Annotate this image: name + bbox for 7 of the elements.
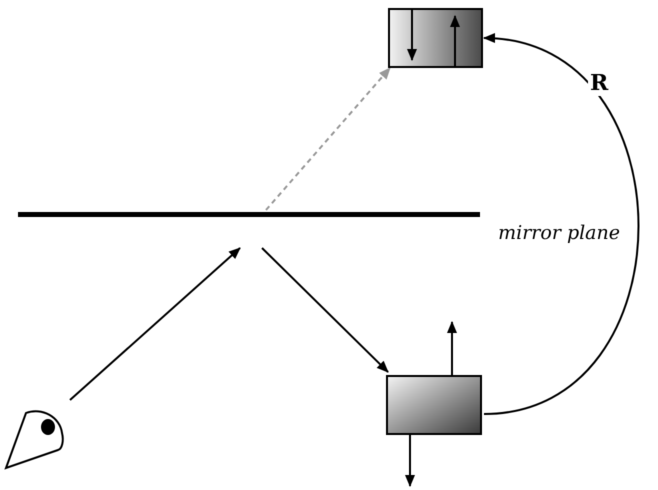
arrow [261,247,389,373]
object-box [386,375,482,435]
image-box [388,8,483,68]
dashed-arrow [265,67,391,211]
curved-arrow [483,34,640,415]
plane-label: mirror plane [498,222,620,244]
arrow [69,247,241,401]
